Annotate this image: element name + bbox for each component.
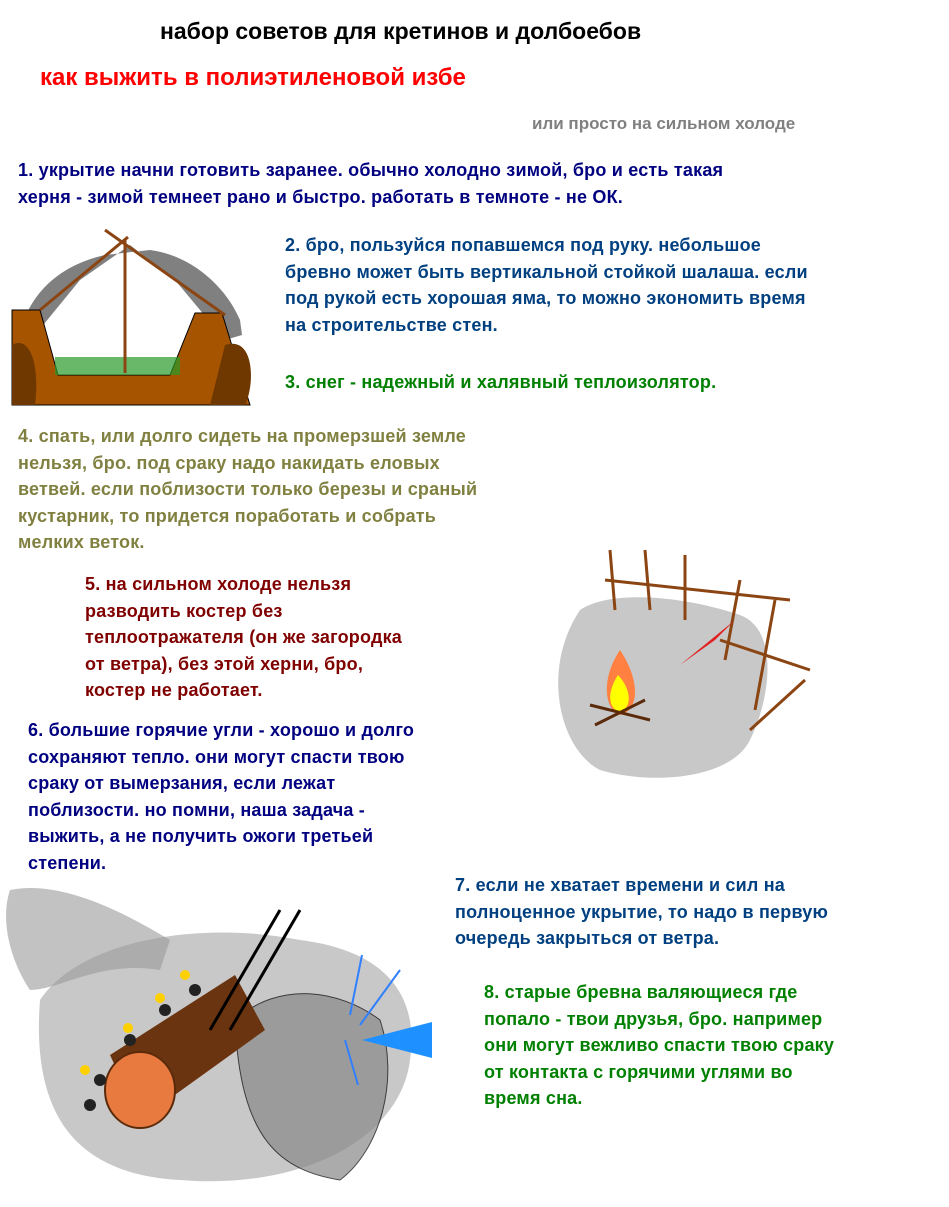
page-title: набор советов для кретинов и долбоебов — [160, 18, 642, 44]
tip-6: 6. большие горячие угли - хорошо и долго… — [28, 720, 415, 873]
tip-8: 8. старые бревна валяющиеся где попало -… — [484, 982, 835, 1108]
tip-4: 4. спать, или долго сидеть на промерзшей… — [18, 426, 478, 552]
tip-5: 5. на сильном холоде нельзя разводить ко… — [85, 574, 402, 700]
tip-3: 3. снег - надежный и халявный теплоизоля… — [285, 372, 717, 392]
page-subtitle: как выжить в полиэтиленовой избе — [40, 64, 466, 91]
page-subtitle-secondary: или просто на сильном холоде — [532, 114, 796, 133]
tip-1: 1. укрытие начни готовить заранее. обычн… — [18, 160, 724, 207]
tip-7: 7. если не хватает времени и сил на полн… — [455, 875, 829, 948]
pit-shelter-illustration — [11, 228, 251, 406]
log-coals-windbreak-illustration — [6, 888, 432, 1182]
fire-reflector-illustration — [558, 549, 811, 778]
tip-2: 2. бро, пользуйся попавшемся под руку. н… — [285, 235, 808, 335]
